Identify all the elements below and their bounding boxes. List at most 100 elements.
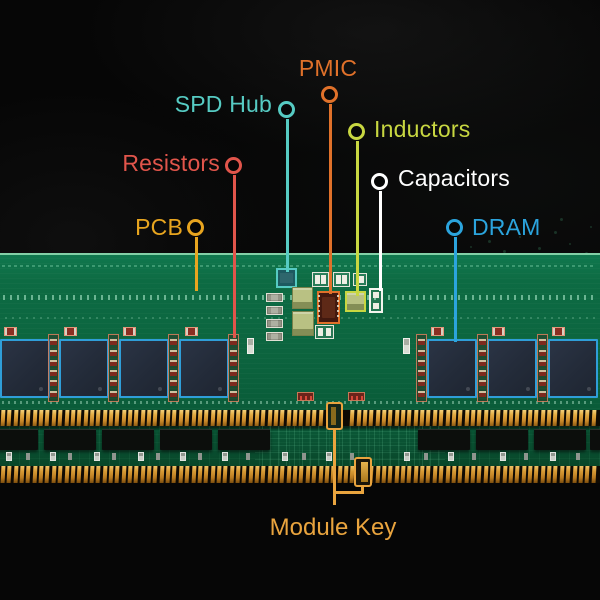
solder-dot	[482, 401, 484, 404]
solder-dot	[2, 401, 4, 404]
connector-pin	[514, 410, 520, 426]
pcb-tick	[308, 265, 311, 267]
connector-pin	[286, 410, 292, 426]
pcb-via	[26, 317, 28, 319]
pcb-via	[409, 295, 411, 300]
pcb-via	[68, 317, 70, 319]
connector-pin	[159, 410, 165, 426]
pcb-tick	[128, 265, 131, 267]
pcb-tick	[536, 265, 539, 267]
pcb-via	[66, 295, 68, 300]
pcb-tick	[110, 265, 113, 267]
connector-pin	[559, 410, 565, 426]
red-component	[185, 327, 198, 336]
solder-dot	[428, 401, 430, 404]
connector-pin	[470, 466, 476, 483]
connector-pin	[438, 466, 444, 483]
pcb-via	[572, 317, 574, 319]
pcb-via	[38, 295, 40, 300]
strip-resistor	[230, 370, 237, 377]
chip-dot	[526, 387, 530, 391]
solder-dot	[122, 401, 124, 404]
back-component	[198, 453, 202, 460]
connector-pin	[102, 410, 108, 426]
pcb-via	[115, 295, 117, 300]
pcb-via	[206, 295, 208, 300]
pcb-via	[355, 317, 357, 319]
pcb-via	[530, 317, 532, 319]
solder-dot	[146, 401, 148, 404]
red-component	[552, 327, 565, 336]
trace-speck	[569, 243, 571, 245]
pcb-tick	[368, 265, 371, 267]
pcb-tick	[410, 265, 413, 267]
pcb-via	[87, 295, 89, 300]
connector-pin	[64, 410, 69, 426]
back-component	[448, 452, 454, 461]
connector-pin	[432, 466, 438, 483]
resistor-strip	[228, 334, 239, 402]
back-component	[6, 452, 12, 461]
pcb-via	[437, 295, 439, 300]
connector-pin	[165, 410, 171, 426]
connector-pin	[495, 466, 501, 483]
pcb-via	[129, 295, 131, 300]
connector-pin	[400, 410, 406, 426]
solder-dot	[86, 401, 88, 404]
pcb-via	[10, 295, 12, 300]
capacitor-pair	[312, 272, 329, 287]
back-chip	[160, 429, 212, 450]
connector-pin	[19, 466, 25, 483]
connector-pin	[521, 466, 527, 483]
pcb-via	[362, 317, 364, 319]
connector-pin	[191, 410, 196, 426]
back-component	[302, 453, 306, 460]
pcb-tick	[494, 265, 497, 267]
back-component	[50, 452, 56, 461]
connector-pin	[152, 466, 158, 483]
pcb-label: PCB	[135, 214, 183, 240]
resistor-array	[297, 392, 314, 401]
pcb-via	[570, 295, 572, 300]
strip-resistor	[479, 380, 486, 387]
pcb-via	[250, 317, 252, 319]
strip-resistor	[170, 339, 177, 346]
inductors-marker-icon	[348, 123, 365, 140]
solder-dot	[536, 401, 538, 404]
connector-pin	[45, 410, 50, 426]
pcb-tick	[458, 265, 461, 267]
red-component	[64, 327, 77, 336]
strip-resistor	[230, 359, 237, 366]
connector-pin	[6, 410, 12, 426]
solder-dot	[386, 401, 388, 404]
pcb-tick	[38, 265, 41, 267]
pcb-tick	[362, 265, 365, 267]
connector-pin	[267, 410, 273, 426]
back-component	[424, 453, 428, 460]
pcb-tick	[296, 265, 299, 267]
solder-dot	[98, 401, 100, 404]
connector-pin	[305, 466, 311, 483]
solder-dot	[110, 401, 112, 404]
back-component	[550, 452, 556, 461]
chip-dot	[466, 387, 470, 391]
pcb-tick	[212, 265, 215, 267]
pcb-tick	[188, 265, 191, 267]
connector-pin	[546, 466, 552, 483]
connector-pin	[553, 410, 558, 426]
connector-pin	[419, 466, 425, 483]
connector-pin	[286, 466, 292, 483]
pcb-via	[145, 317, 147, 319]
solder-dot	[542, 401, 544, 404]
pcb-tick	[56, 265, 59, 267]
pcb-tick	[80, 265, 83, 267]
pcb-via	[283, 295, 285, 300]
pcb-via	[549, 295, 551, 300]
resistor-strip	[108, 334, 119, 402]
back-component	[246, 453, 250, 460]
pmic-die	[322, 297, 335, 318]
connector-pin	[540, 466, 546, 483]
pcb-tick	[554, 265, 557, 267]
pcb-via	[180, 317, 182, 319]
solder-dot	[314, 401, 316, 404]
